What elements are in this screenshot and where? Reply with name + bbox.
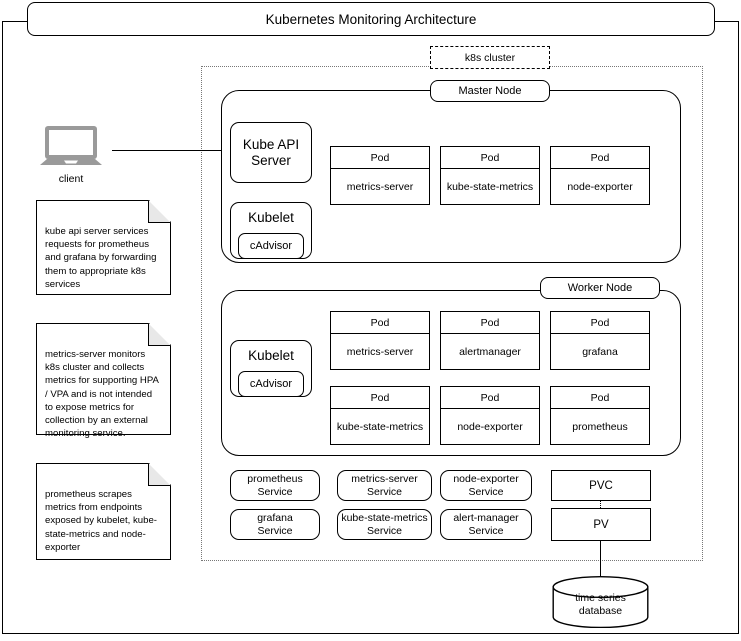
service-line2: Service xyxy=(257,524,293,537)
service-line2: Service xyxy=(366,485,402,498)
database-label: time series database xyxy=(552,592,649,618)
worker-kubelet-label: Kubelet xyxy=(248,348,294,363)
pod-header: Pod xyxy=(331,387,429,409)
pod-name: node-exporter xyxy=(567,180,633,193)
worker-pod-alertmanager: Pod alertmanager xyxy=(440,311,540,370)
note-text: metrics-server monitors k8s cluster and … xyxy=(45,349,159,440)
master-cadvisor-box: cAdvisor xyxy=(238,233,304,259)
service-line2: Service xyxy=(468,485,504,498)
kube-api-server-line1: Kube API xyxy=(242,136,300,152)
master-node-label: Master Node xyxy=(430,80,550,102)
database-cylinder-icon xyxy=(552,575,649,629)
pod-name: grafana xyxy=(582,345,618,358)
pv-to-database-connector xyxy=(600,541,601,587)
note-kube-api-server: kube api server services requests for pr… xyxy=(36,199,172,295)
master-pod-metrics-server: Pod metrics-server xyxy=(330,146,430,205)
pod-name: kube-state-metrics xyxy=(446,180,534,193)
pod-header: Pod xyxy=(441,387,539,409)
pod-header: Pod xyxy=(331,147,429,169)
service-line1: grafana xyxy=(257,511,293,524)
pvc-box: PVC xyxy=(551,470,651,501)
pod-header: Pod xyxy=(441,147,539,169)
master-pod-node-exporter: Pod node-exporter xyxy=(550,146,650,205)
service-line1: kube-state-metrics xyxy=(341,511,428,524)
pod-header: Pod xyxy=(331,312,429,334)
note-prometheus: prometheus scrapes metrics from endpoint… xyxy=(36,462,172,560)
pod-name: node-exporter xyxy=(457,420,523,433)
service-line1: alert-manager xyxy=(453,511,519,524)
service-line2: Service xyxy=(366,524,402,537)
worker-pod-prometheus: Pod prometheus xyxy=(550,386,650,445)
service-line2: Service xyxy=(468,524,504,537)
note-text: prometheus scrapes metrics from endpoint… xyxy=(45,489,158,553)
pod-header: Pod xyxy=(551,147,649,169)
k8s-cluster-label: k8s cluster xyxy=(430,46,550,69)
service-line1: prometheus xyxy=(247,472,303,485)
pv-box: PV xyxy=(551,508,651,541)
database-label-line1: time series xyxy=(575,592,626,604)
page-title: Kubernetes Monitoring Architecture xyxy=(27,2,715,36)
pod-header: Pod xyxy=(551,312,649,334)
worker-pod-kube-state-metrics: Pod kube-state-metrics xyxy=(330,386,430,445)
kube-api-server-line2: Server xyxy=(251,152,291,168)
service-kube-state-metrics: kube-state-metrics Service xyxy=(337,509,432,540)
note-metrics-server: metrics-server monitors k8s cluster and … xyxy=(36,322,172,439)
pod-name: kube-state-metrics xyxy=(336,420,424,433)
pod-name: metrics-server xyxy=(346,345,414,358)
note-text: kube api server services requests for pr… xyxy=(45,226,157,290)
service-line1: node-exporter xyxy=(453,472,519,485)
master-kubelet-label: Kubelet xyxy=(248,210,294,225)
client-label: client xyxy=(58,173,84,185)
client-to-api-connector xyxy=(112,150,226,151)
service-prometheus: prometheus Service xyxy=(230,470,320,501)
laptop-icon xyxy=(40,124,102,168)
pod-name: metrics-server xyxy=(346,180,414,193)
pvc-pv-connector xyxy=(600,501,601,508)
service-line2: Service xyxy=(257,485,293,498)
pod-header: Pod xyxy=(551,387,649,409)
master-pod-kube-state-metrics: Pod kube-state-metrics xyxy=(440,146,540,205)
kube-api-server-box: Kube API Server xyxy=(230,122,312,183)
service-alert-manager: alert-manager Service xyxy=(440,509,532,540)
worker-pod-node-exporter: Pod node-exporter xyxy=(440,386,540,445)
pod-name: alertmanager xyxy=(459,345,521,358)
service-node-exporter: node-exporter Service xyxy=(440,470,532,501)
worker-pod-grafana: Pod grafana xyxy=(550,311,650,370)
pod-name: prometheus xyxy=(572,420,628,433)
service-metrics-server: metrics-server Service xyxy=(337,470,432,501)
service-grafana: grafana Service xyxy=(230,509,320,540)
database-label-line2: database xyxy=(578,605,623,618)
service-line1: metrics-server xyxy=(351,472,418,485)
worker-cadvisor-box: cAdvisor xyxy=(238,371,304,397)
worker-node-label: Worker Node xyxy=(540,277,660,299)
pod-header: Pod xyxy=(441,312,539,334)
worker-pod-metrics-server: Pod metrics-server xyxy=(330,311,430,370)
